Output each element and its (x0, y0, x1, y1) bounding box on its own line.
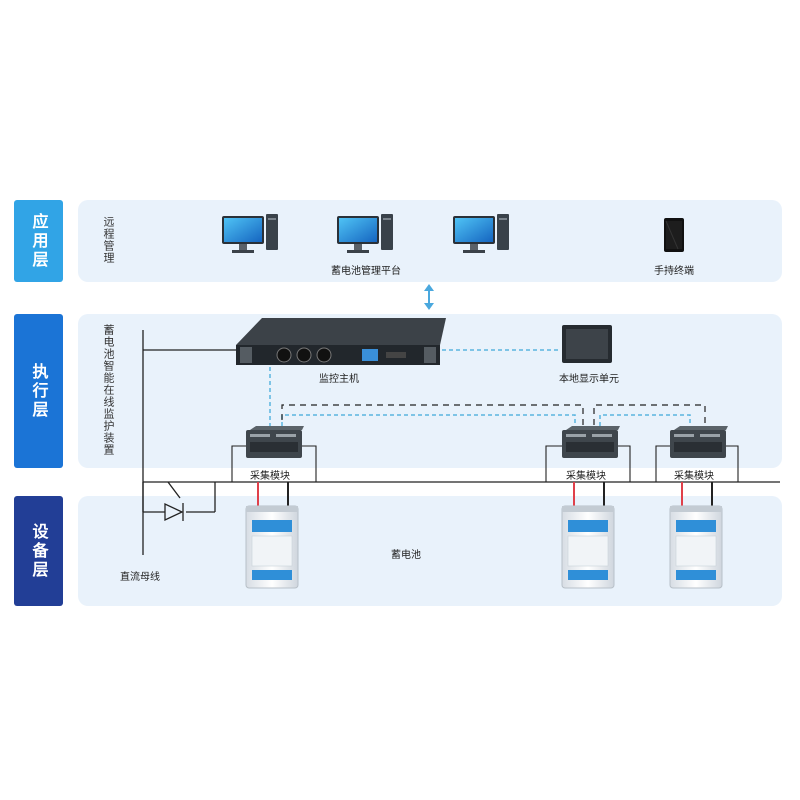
platform-label: 蓄电池管理平台 (331, 266, 401, 277)
collector-label: 采集模块 (674, 471, 714, 482)
local-display-label: 本地显示单元 (559, 374, 619, 385)
monitor-host-device (236, 318, 446, 365)
collector-module-device (670, 426, 728, 458)
collector-module-device (562, 426, 620, 458)
layer-tag-application: 应用层 (14, 200, 63, 282)
collector-module-device (246, 426, 304, 458)
desktop-computer-icon (222, 214, 278, 253)
system-name-label: 蓄电池智能在线监护装置 (102, 324, 115, 456)
device-layer-band (78, 496, 782, 606)
collector-leads (231, 445, 739, 482)
battery-label: 蓄电池 (391, 550, 421, 561)
handheld-terminal-icon (664, 218, 684, 252)
handheld-label: 手持终端 (654, 266, 694, 277)
bidirectional-arrow-icon (424, 284, 434, 310)
dashed-data-links (269, 349, 691, 433)
collector-label: 采集模块 (250, 471, 290, 482)
remote-management-label: 远程管理 (102, 216, 115, 264)
bus-link-dashed (281, 404, 706, 425)
layer-tag-device: 设备层 (14, 496, 63, 606)
desktop-computer-icon (453, 214, 509, 253)
battery-leads (257, 482, 713, 508)
local-display-unit-device (562, 325, 612, 363)
battery-cell (561, 505, 615, 589)
battery-cell (245, 505, 299, 589)
dc-bus-label: 直流母线 (120, 572, 160, 583)
desktop-computer-icon (337, 214, 393, 253)
layer-tag-execution: 执行层 (14, 314, 63, 468)
dc-bus-wiring (142, 330, 780, 555)
diode-symbol (164, 502, 184, 522)
collector-label: 采集模块 (566, 471, 606, 482)
battery-cell (669, 505, 723, 589)
monitor-host-label: 监控主机 (319, 374, 359, 385)
